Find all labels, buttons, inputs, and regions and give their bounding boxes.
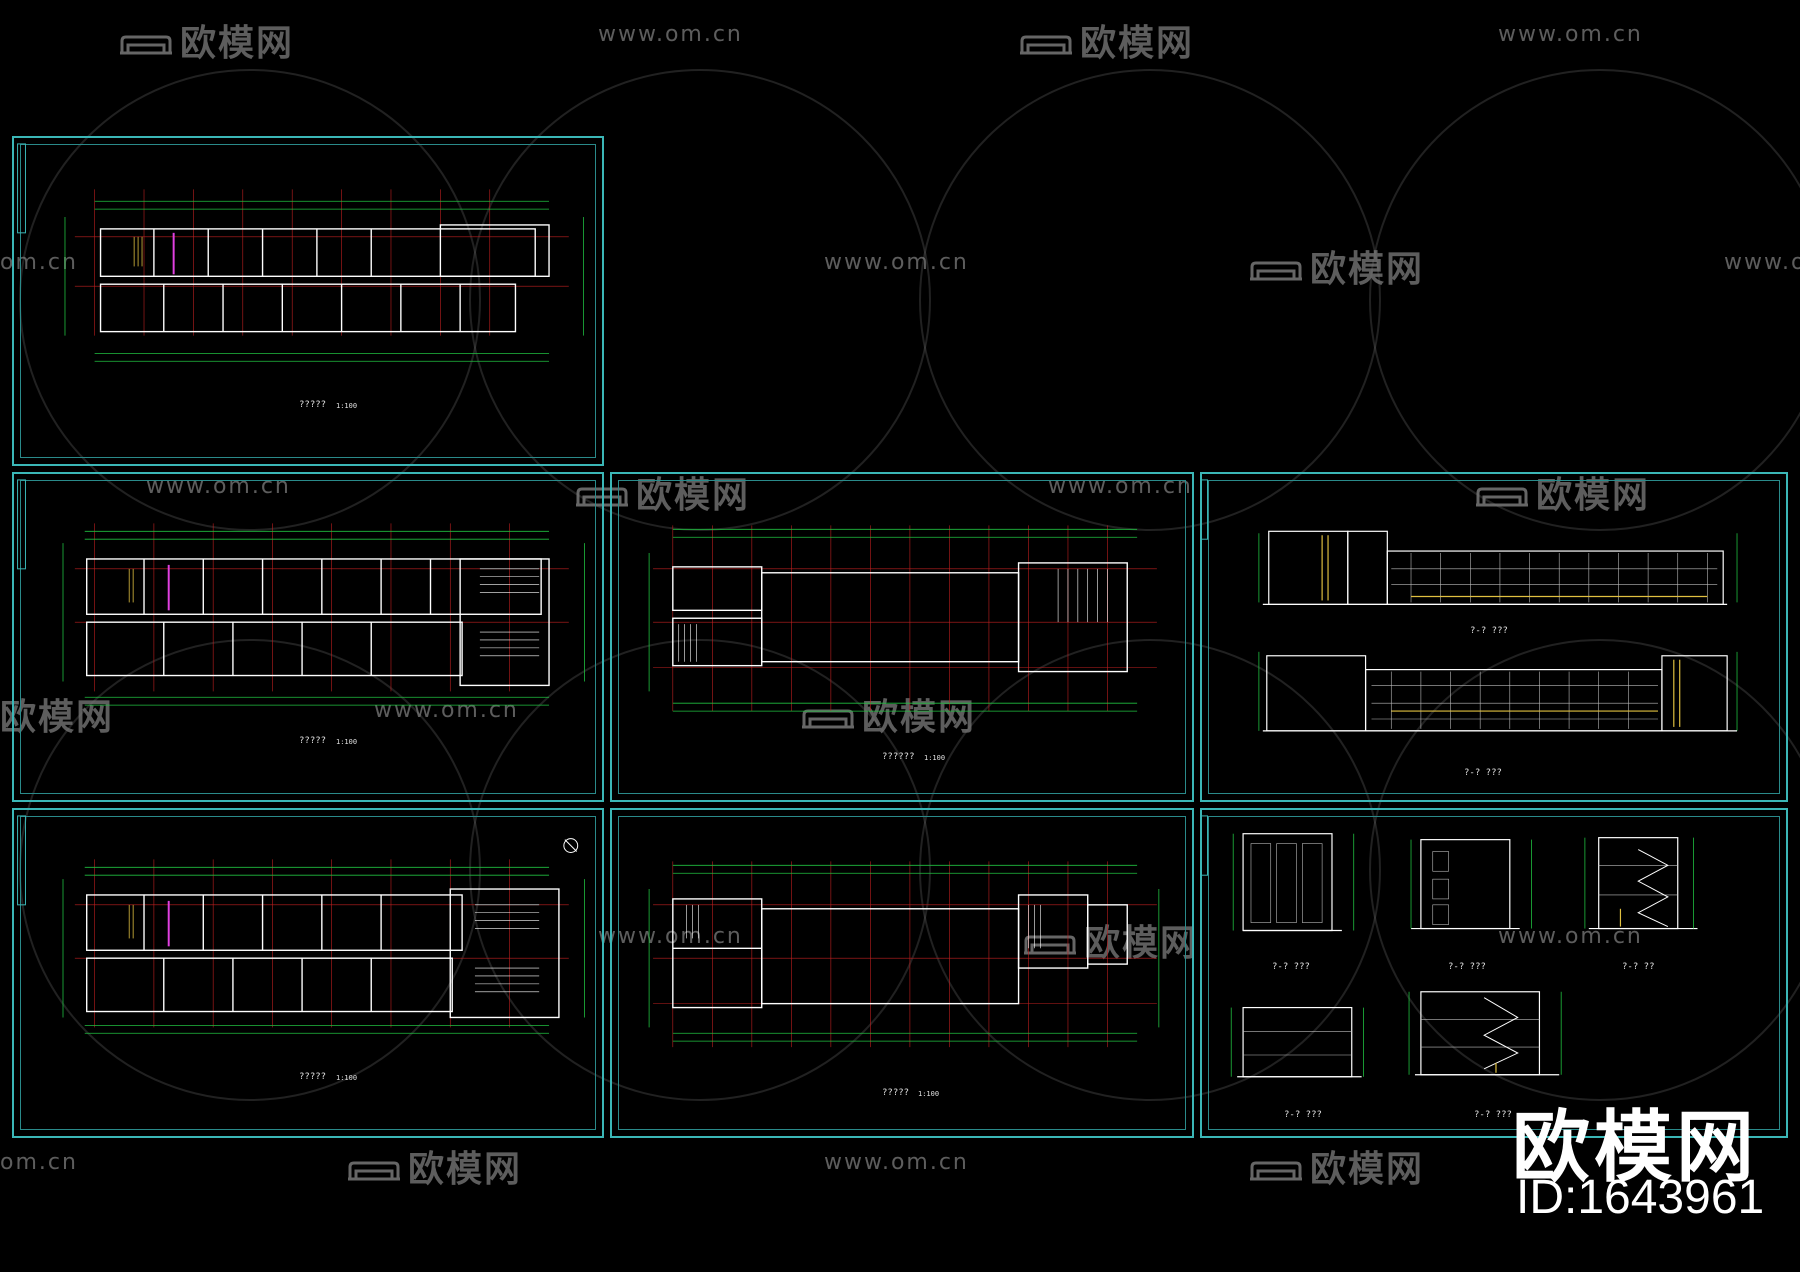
sheet-inner-frame bbox=[20, 480, 596, 794]
watermark-brand: 欧模网 bbox=[1248, 240, 1424, 292]
section-label: ?-? ??? bbox=[1284, 1110, 1322, 1120]
sheet-inner-frame bbox=[1208, 816, 1780, 1130]
watermark-brand: 欧模网 bbox=[1248, 1140, 1424, 1192]
elevations-sheet: ?-? ??? ?-? ??? bbox=[1200, 472, 1788, 802]
roof-plan-drawing bbox=[648, 861, 1160, 1048]
watermark-url: www.om.cn bbox=[598, 22, 743, 47]
watermark-brand: 欧模网 bbox=[1018, 14, 1194, 66]
watermark-url: om.cn bbox=[0, 1150, 78, 1175]
floor-plan-drawing bbox=[17, 815, 586, 1034]
sheet-scale: 1:100 bbox=[918, 1090, 940, 1098]
floor-plan-sheet-1: ????? 1:100 bbox=[12, 136, 604, 466]
sheet-title: ?????? bbox=[882, 752, 915, 762]
sofa-logo-icon bbox=[1250, 1161, 1302, 1181]
elevation-label: ?-? ??? bbox=[1464, 768, 1502, 778]
watermark-url: www.om.cn bbox=[1498, 22, 1643, 47]
floor-plan-drawing bbox=[17, 479, 586, 706]
elevation-label: ?-? ??? bbox=[1470, 626, 1508, 636]
section-label: ?-? ??? bbox=[1272, 962, 1310, 972]
section-label: ?-? ?? bbox=[1622, 962, 1655, 972]
sheet-inner-frame bbox=[618, 480, 1186, 794]
sections-sheet: ?-? ??? ?-? ??? ?-? ?? ?-? ??? ?-? ??? bbox=[1200, 808, 1788, 1138]
section-drawing bbox=[1202, 815, 1698, 1078]
sofa-logo-icon bbox=[1250, 261, 1302, 281]
sheet-inner-frame bbox=[618, 816, 1186, 1130]
watermark-brand-text: 欧模网 bbox=[180, 23, 295, 64]
watermark-url: www.om.cn bbox=[824, 250, 969, 275]
sheet-scale: 1:100 bbox=[336, 402, 358, 410]
sheet-inner-frame bbox=[20, 144, 596, 458]
watermark-url: www.om.cn bbox=[1724, 250, 1800, 275]
sheet-title: ????? bbox=[299, 1072, 327, 1082]
watermark-brand: 欧模网 bbox=[346, 1140, 522, 1192]
roof-plan-drawing bbox=[648, 525, 1157, 712]
sheet-inner-frame bbox=[20, 816, 596, 1130]
sheet-title: ????? bbox=[299, 400, 327, 410]
watermark-brand: 欧模网 bbox=[118, 14, 294, 66]
sheet-inner-frame bbox=[1208, 480, 1780, 794]
watermark-url: www.om.cn bbox=[824, 1150, 969, 1175]
sheet-scale: 1:100 bbox=[336, 738, 358, 746]
watermark-brand-text: 欧模网 bbox=[1310, 1149, 1425, 1190]
watermark-brand-text: 欧模网 bbox=[408, 1149, 523, 1190]
model-id-label: ID:1643961 bbox=[1516, 1171, 1765, 1224]
sheet-scale: 1:100 bbox=[924, 754, 946, 762]
sofa-logo-icon bbox=[348, 1161, 400, 1181]
section-label: ?-? ??? bbox=[1474, 1110, 1512, 1120]
sofa-logo-icon bbox=[120, 35, 172, 55]
floor-plan-sheet-3: ????? 1:100 bbox=[12, 808, 604, 1138]
sofa-logo-icon bbox=[1020, 35, 1072, 55]
floor-plan-sheet-2: ????? 1:100 bbox=[12, 472, 604, 802]
floor-plan-drawing bbox=[17, 143, 585, 362]
section-label: ?-? ??? bbox=[1448, 962, 1486, 972]
sheet-title: ????? bbox=[299, 736, 327, 746]
watermark-brand-text: 欧模网 bbox=[1310, 249, 1425, 290]
elevation-drawing bbox=[1202, 479, 1738, 732]
sheet-scale: 1:100 bbox=[336, 1074, 358, 1082]
brand-badge: 欧模网 bbox=[1512, 1103, 1759, 1193]
sheet-title: ????? bbox=[882, 1088, 910, 1098]
roof-plan-sheet-2: ????? 1:100 bbox=[610, 808, 1194, 1138]
roof-plan-sheet-1: ?????? 1:100 bbox=[610, 472, 1194, 802]
watermark-brand-text: 欧模网 bbox=[1080, 23, 1195, 64]
